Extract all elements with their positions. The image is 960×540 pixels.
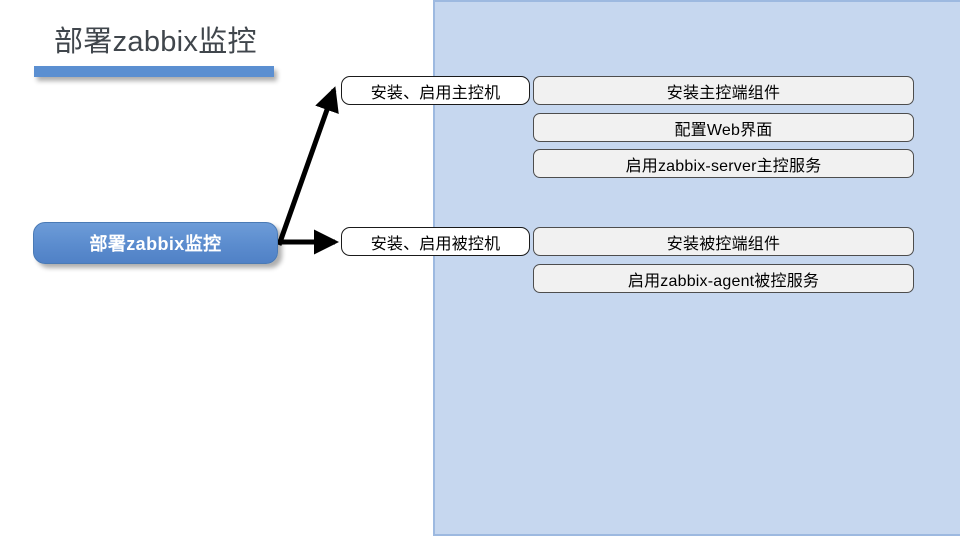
leaf-node-configure-web-ui[interactable]: 配置Web界面 (533, 113, 914, 142)
leaf-node-label: 启用zabbix-agent被控服务 (627, 272, 820, 290)
title-underline-bar (34, 66, 274, 77)
root-node[interactable]: 部署zabbix监控 (33, 222, 278, 264)
branch-node-1-label: 安装、启用主控机 (370, 84, 501, 102)
leaf-node-install-server-components[interactable]: 安装主控端组件 (533, 76, 914, 105)
page-title: 部署zabbix监控 (54, 26, 257, 58)
leaf-node-label: 安装被控端组件 (666, 235, 781, 253)
leaf-node-enable-zabbix-agent-service[interactable]: 启用zabbix-agent被控服务 (533, 264, 914, 293)
branch-node-1[interactable]: 安装、启用主控机 (341, 76, 530, 105)
branch-node-2-label: 安装、启用被控机 (370, 235, 501, 253)
connector-root-to-branch-1 (276, 86, 339, 246)
leaf-node-label: 配置Web界面 (674, 121, 773, 139)
branch-node-2[interactable]: 安装、启用被控机 (341, 227, 530, 256)
leaf-node-install-agent-components[interactable]: 安装被控端组件 (533, 227, 914, 256)
leaf-node-label: 启用zabbix-server主控服务 (625, 157, 822, 175)
leaf-node-enable-zabbix-server-service[interactable]: 启用zabbix-server主控服务 (533, 149, 914, 178)
leaf-node-label: 安装主控端组件 (666, 84, 781, 102)
root-node-label: 部署zabbix监控 (89, 234, 222, 254)
